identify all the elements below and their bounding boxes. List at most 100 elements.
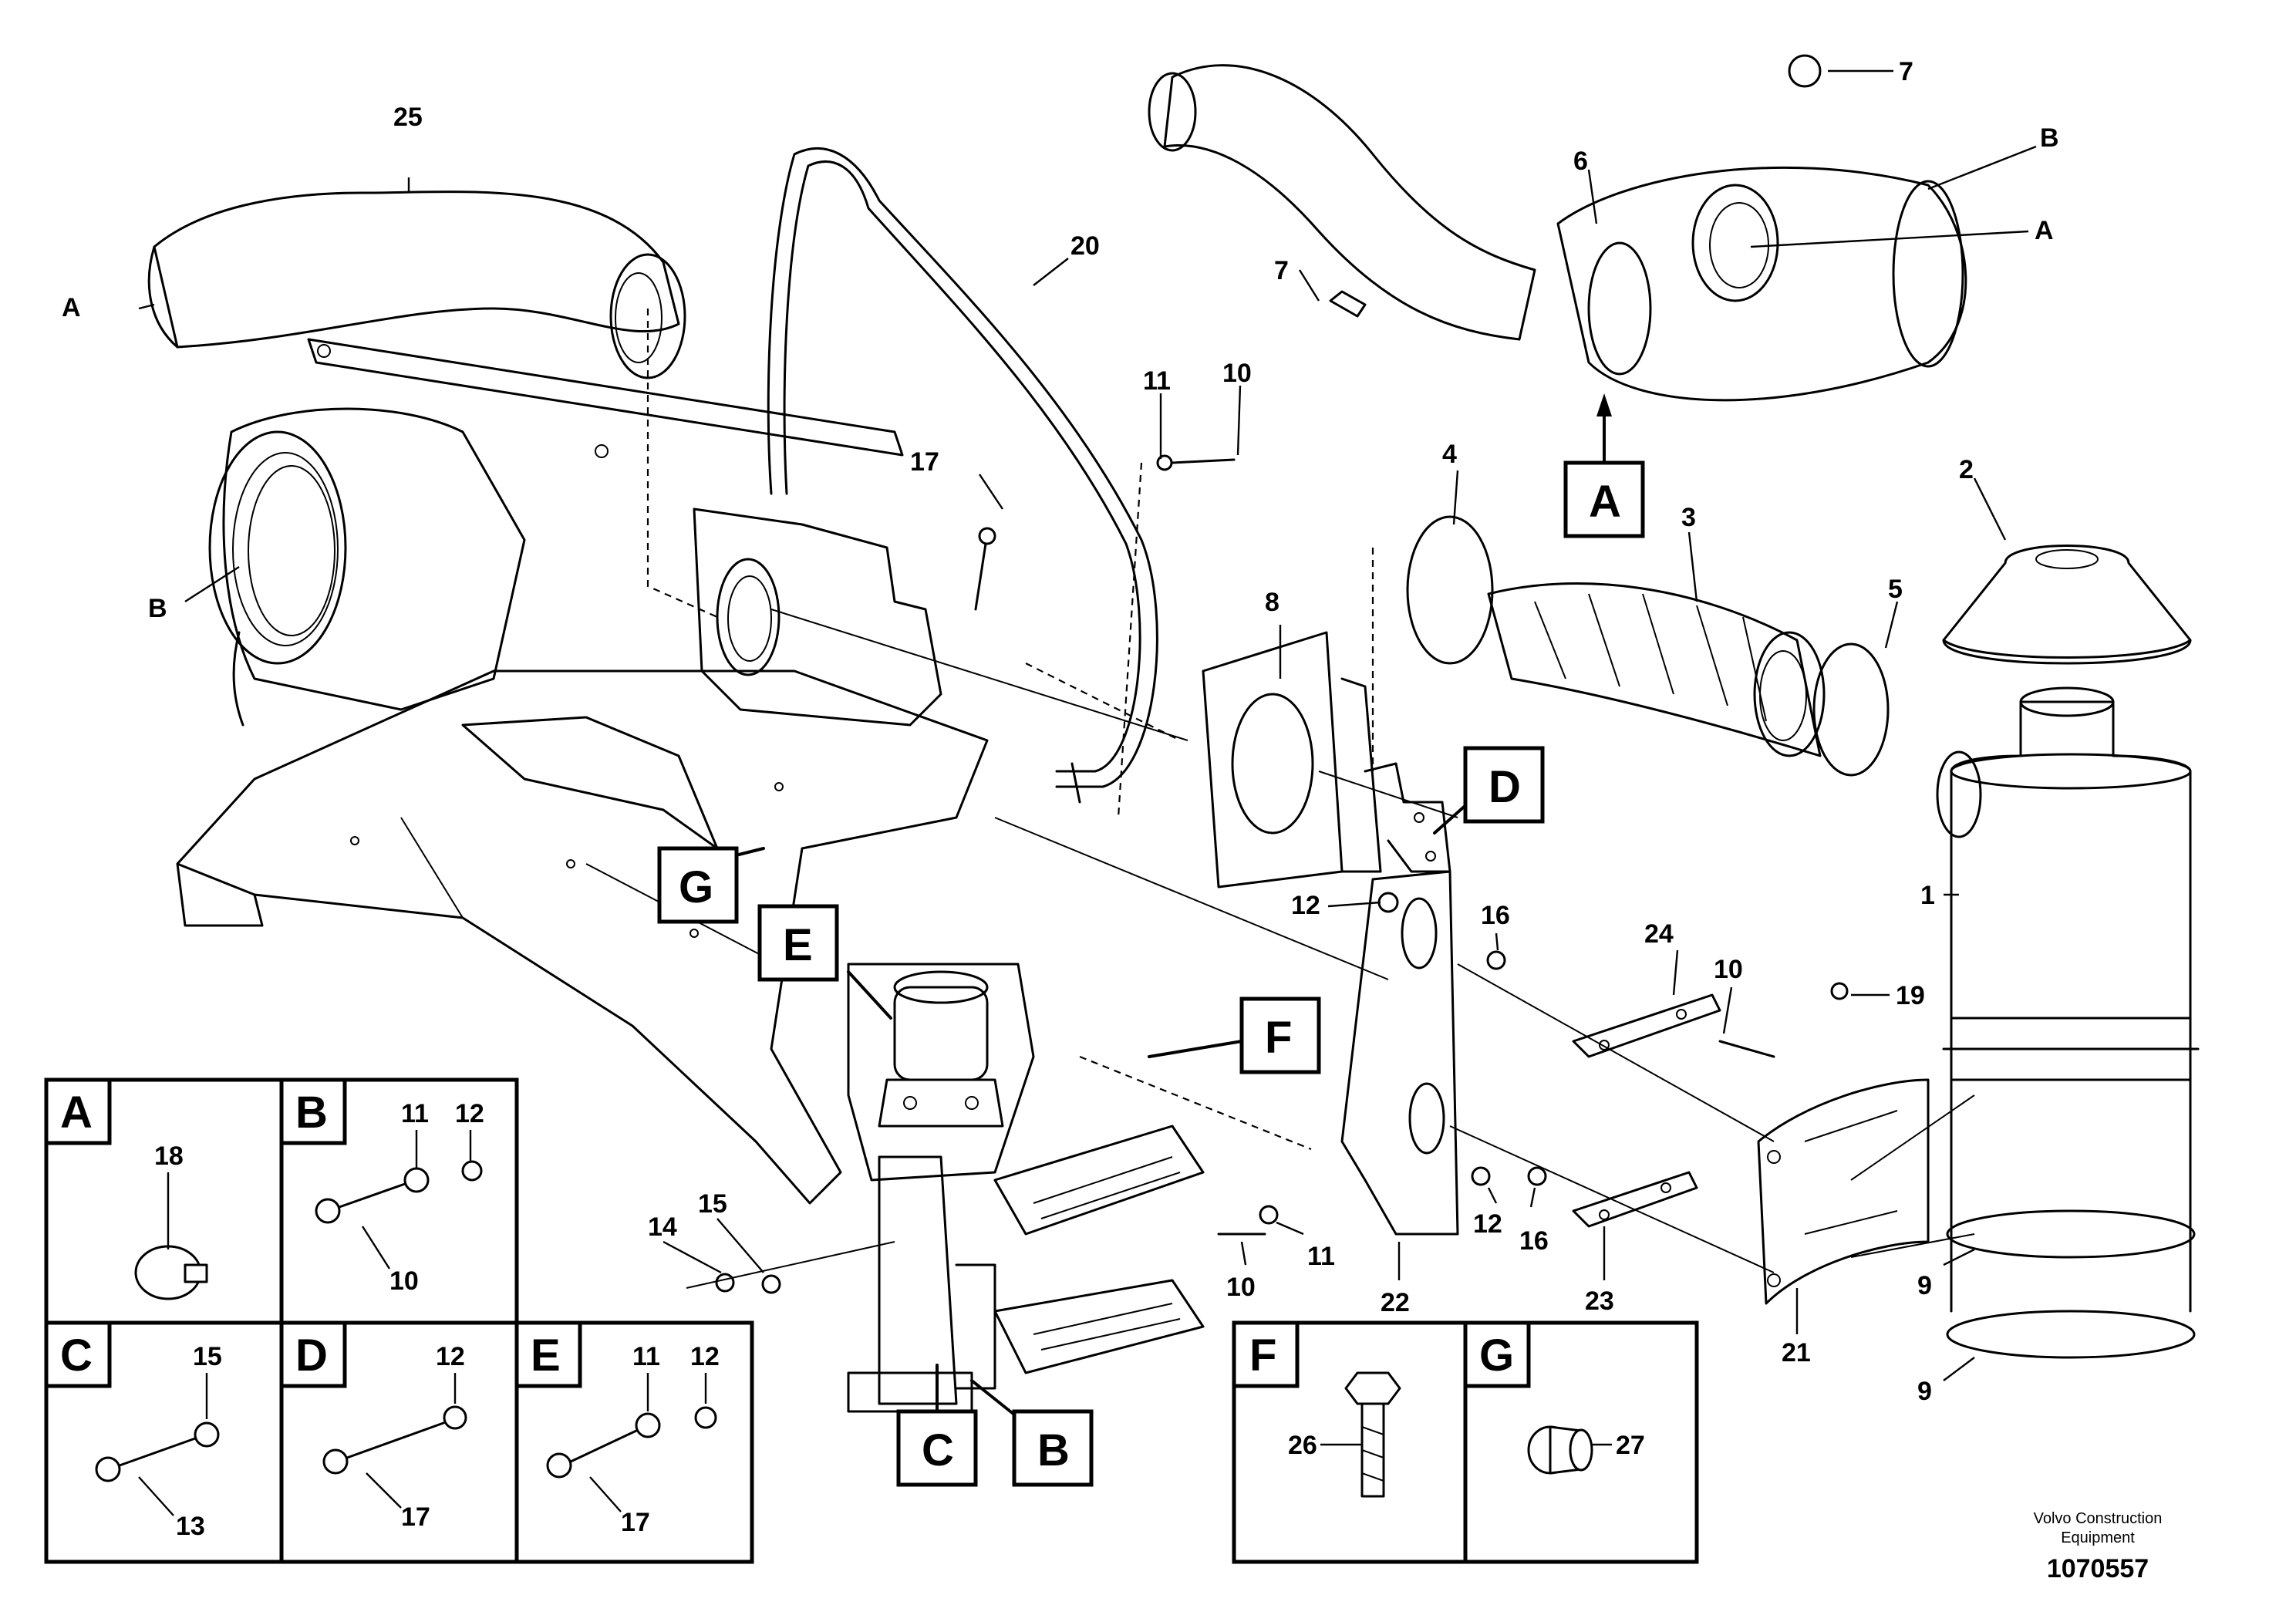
leader-lines — [138, 69, 2037, 1381]
callout-16-top: 16 — [1481, 901, 1510, 930]
svg-text:27: 27 — [1616, 1431, 1645, 1460]
svg-text:D: D — [295, 1330, 328, 1381]
callout-22: 22 — [1381, 1288, 1410, 1317]
ref-box-f: F — [1148, 996, 1321, 1074]
footer: Volvo Construction Equipment 1070557 — [2034, 1510, 2163, 1583]
ref-boxes: A D G E F C B — [657, 393, 1645, 1487]
svg-text:17: 17 — [401, 1502, 430, 1532]
detail-panel-f: F 26 — [1232, 1320, 1401, 1498]
callout-19: 19 — [1896, 981, 1925, 1010]
callout-10-mid: 10 — [1714, 955, 1743, 984]
callout-7-left: 7 — [1274, 256, 1289, 285]
pre-cleaner-housing — [208, 338, 904, 727]
callout-17: 17 — [910, 447, 939, 477]
svg-text:A: A — [1589, 477, 1621, 527]
cover-plate-8 — [1202, 631, 1382, 889]
callout-b-housing: B — [148, 594, 167, 623]
svg-text:10: 10 — [389, 1266, 419, 1296]
fasteners-main — [715, 454, 1849, 1294]
svg-text:C: C — [922, 1425, 954, 1475]
svg-text:E: E — [783, 920, 813, 970]
callout-5: 5 — [1888, 575, 1903, 604]
callout-a-outlet: A — [2035, 216, 2054, 245]
callout-15: 15 — [698, 1189, 727, 1219]
pipe-20 — [767, 147, 1158, 804]
svg-text:G: G — [679, 862, 713, 912]
ref-box-d: D — [1433, 746, 1545, 835]
pre-cleaner-assembly — [847, 963, 1035, 1405]
callout-10: 10 — [1222, 359, 1252, 388]
ref-box-c: C — [896, 1364, 978, 1487]
detail-panels-right: F 26 G 27 — [1232, 1320, 1699, 1564]
ref-box-a: A — [1563, 393, 1645, 538]
detail-panel-c: C 15 13 — [44, 1320, 222, 1541]
lid-2 — [1942, 545, 2192, 665]
callout-20: 20 — [1070, 231, 1100, 261]
svg-text:B: B — [1037, 1425, 1070, 1475]
hose-3 — [1406, 515, 1890, 777]
callout-21: 21 — [1782, 1338, 1811, 1367]
callout-1: 1 — [1920, 881, 1935, 910]
svg-text:11: 11 — [632, 1342, 660, 1371]
bracket-24 — [1572, 993, 1721, 1058]
exhaust-outlet-6 — [1148, 54, 1967, 402]
ref-box-g: G — [657, 846, 765, 924]
detail-panel-b: B 11 12 10 — [279, 1077, 484, 1296]
callout-b-outlet: B — [2040, 123, 2059, 153]
callout-16-low: 16 — [1519, 1226, 1549, 1256]
detail-panels-left: A 18 B 11 12 10 C 15 — [44, 1077, 754, 1564]
intake-hose-25 — [147, 191, 686, 379]
bracket-23 — [1572, 1171, 1698, 1228]
ref-box-b: B — [970, 1379, 1094, 1487]
callout-9-lower: 9 — [1917, 1377, 1932, 1406]
callout-25: 25 — [393, 103, 423, 132]
callout-9-upper: 9 — [1917, 1271, 1932, 1300]
callout-11-low: 11 — [1307, 1242, 1335, 1271]
svg-text:15: 15 — [193, 1342, 222, 1371]
bracket-d — [1364, 762, 1451, 873]
svg-text:11: 11 — [401, 1099, 429, 1128]
callout-numbers: 25 A B 20 17 11 10 6 7 7 B A 4 3 2 5 8 1… — [62, 57, 2059, 1406]
side-bracket-22 — [1340, 870, 1459, 1236]
callout-11: 11 — [1143, 366, 1171, 396]
callout-6: 6 — [1573, 147, 1588, 176]
drawing-number: 1070557 — [2047, 1554, 2149, 1583]
svg-text:17: 17 — [621, 1508, 650, 1537]
detail-panel-g: G 27 — [1463, 1320, 1645, 1475]
callout-a-hose: A — [62, 293, 81, 322]
svg-text:18: 18 — [154, 1141, 184, 1171]
svg-text:G: G — [1479, 1330, 1514, 1381]
svg-text:13: 13 — [176, 1512, 205, 1541]
svg-text:A: A — [60, 1088, 93, 1138]
callout-4: 4 — [1442, 440, 1457, 469]
svg-text:F: F — [1265, 1013, 1292, 1063]
callout-24: 24 — [1644, 919, 1674, 949]
detail-panel-e: E 11 12 17 — [514, 1320, 720, 1537]
callout-3: 3 — [1681, 503, 1696, 532]
svg-text:12: 12 — [690, 1342, 720, 1371]
callout-12-low: 12 — [1473, 1209, 1502, 1239]
svg-text:D: D — [1489, 762, 1521, 812]
clamp-bands-9 — [1946, 1209, 2196, 1359]
detail-panel-a: A 18 — [44, 1077, 208, 1300]
svg-text:12: 12 — [455, 1099, 484, 1128]
svg-text:E: E — [531, 1330, 561, 1381]
callout-23: 23 — [1585, 1286, 1614, 1316]
air-cleaner-1 — [1936, 686, 2200, 1313]
callout-10-low: 10 — [1226, 1273, 1256, 1302]
brand-line-2: Equipment — [2061, 1529, 2135, 1546]
ref-box-e: E — [757, 904, 892, 1020]
steps — [847, 1125, 1205, 1413]
svg-text:B: B — [295, 1088, 328, 1138]
callout-8: 8 — [1265, 588, 1279, 617]
svg-text:F: F — [1249, 1330, 1276, 1381]
callout-14: 14 — [648, 1212, 677, 1242]
outlet-bracket — [693, 508, 942, 727]
callout-12-top: 12 — [1291, 891, 1320, 920]
svg-text:C: C — [60, 1330, 93, 1381]
detail-panel-d: D 12 17 — [279, 1320, 467, 1532]
callout-7-top: 7 — [1899, 57, 1913, 86]
brand-line-1: Volvo Construction — [2034, 1510, 2163, 1527]
svg-text:12: 12 — [436, 1342, 465, 1371]
